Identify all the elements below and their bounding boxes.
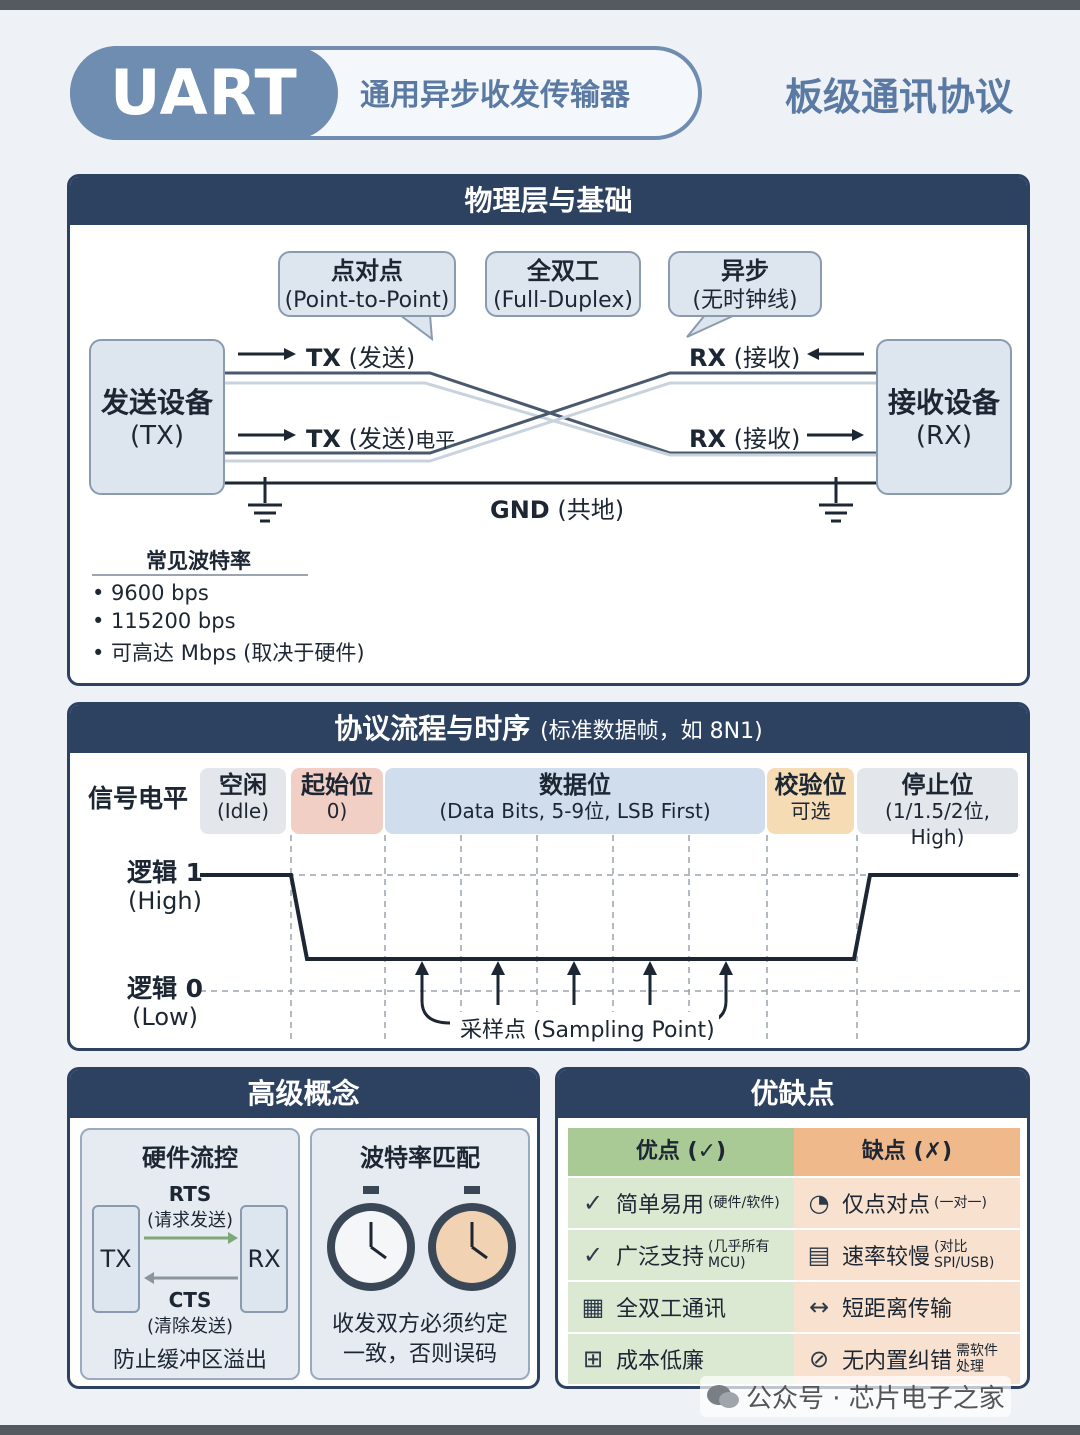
- bottom-bar: [0, 1425, 1080, 1435]
- bubble-async: 异步 (无时钟线): [668, 251, 822, 317]
- physical-panel: 物理层与基础 点对点 (Point-to-Point): [67, 174, 1030, 686]
- timing-title: 协议流程与时序 (标准数据帧，如 8N1): [70, 705, 1027, 753]
- no-icon: ⊘: [808, 1345, 830, 1373]
- pros-header: 优点 (✓): [568, 1128, 794, 1176]
- segment-parity-bit: 校验位可选: [767, 768, 854, 834]
- segment-data-bits: 数据位(Data Bits, 5-9位, LSB First): [385, 768, 765, 834]
- pro-item: ⊞成本低廉: [568, 1334, 794, 1384]
- top-bar: [0, 0, 1080, 10]
- gnd-label: GND (共地): [490, 496, 625, 524]
- check-icon: ✓: [582, 1241, 604, 1269]
- sender-device: 发送设备 (TX): [89, 339, 225, 495]
- network-icon: ⊞: [582, 1345, 604, 1373]
- baud-rate-item: • 9600 bps: [92, 581, 209, 605]
- cons-header: 缺点 (✗): [794, 1128, 1020, 1176]
- timing-waveform: [200, 835, 1020, 1043]
- stopwatch-icon: [327, 1186, 415, 1291]
- header-subtitle: 通用异步收发传输器: [360, 78, 630, 113]
- tx-label-bottom: TX (发送)电平: [306, 425, 456, 453]
- flow-control-title: 硬件流控: [142, 1144, 238, 1172]
- stopwatch-icon: [428, 1186, 516, 1291]
- stopwatch-icons: [327, 1186, 516, 1291]
- flow-tx-box: TX: [92, 1205, 140, 1313]
- baud-rate-item: • 可高达 Mbps (取决于硬件): [92, 641, 365, 665]
- flow-control-footer: 防止缓冲区溢出: [112, 1348, 267, 1373]
- bubble-point-to-point: 点对点 (Point-to-Point): [278, 251, 456, 317]
- segment-stop-bit: 停止位(1/1.5/2位, High): [857, 768, 1018, 849]
- flow-rx-box: RX: [240, 1205, 288, 1313]
- tx-label-top: TX (发送): [306, 344, 416, 372]
- pro-item: ✓广泛支持(几乎所有 MCU): [568, 1230, 794, 1280]
- baud-match-title: 波特率匹配: [360, 1144, 480, 1172]
- bubble-full-duplex: 全双工 (Full-Duplex): [485, 251, 641, 317]
- con-item: ◔仅点对点(一对一): [794, 1178, 1020, 1228]
- advanced-panel: 高级概念 硬件流控 TX RX RTS (请求发送) CTS (清除发送) 防止…: [67, 1067, 540, 1389]
- rx-label-top: RX (接收): [689, 344, 801, 372]
- baud-rate-title: 常见波特率: [146, 549, 251, 573]
- device-icon: ▤: [807, 1241, 831, 1269]
- logic-0-label: 逻辑 0 (Low): [126, 974, 204, 1032]
- rts-label: RTS: [168, 1182, 212, 1206]
- logic-1-label: 逻辑 1 (High): [126, 858, 204, 916]
- advanced-title: 高级概念: [70, 1070, 537, 1118]
- gauge-icon: ◔: [808, 1189, 830, 1217]
- baud-rate-item: • 115200 bps: [92, 609, 236, 633]
- physical-title: 物理层与基础: [70, 177, 1027, 225]
- pro-item: ▦全双工通讯: [568, 1282, 794, 1332]
- watermark: 公众号 · 芯片电子之家: [700, 1376, 1011, 1417]
- sampling-point-label: 采样点 (Sampling Point): [456, 1012, 719, 1044]
- cts-label: CTS: [168, 1288, 212, 1312]
- header-right-label: 板级通讯协议: [785, 75, 1014, 119]
- baud-match-text: 收发双方必须约定 一致，否则误码: [331, 1312, 508, 1367]
- proscons-panel: 优缺点 优点 (✓) 缺点 (✗) ✓简单易用(硬件/软件) ✓广泛支持(几乎所…: [555, 1067, 1030, 1389]
- flow-control-card: 硬件流控 TX RX RTS (请求发送) CTS (清除发送) 防止缓冲区溢出: [80, 1128, 300, 1380]
- cts-sublabel: (清除发送): [146, 1316, 234, 1337]
- signal-level-label: 信号电平: [88, 784, 189, 813]
- rts-sublabel: (请求发送): [146, 1210, 234, 1231]
- proscons-title: 优缺点: [558, 1070, 1027, 1118]
- pro-item: ✓简单易用(硬件/软件): [568, 1178, 794, 1228]
- con-item: ↔短距离传输: [794, 1282, 1020, 1332]
- segment-idle: 空闲(Idle): [200, 768, 286, 834]
- double-arrow-icon: ↔: [808, 1293, 830, 1321]
- con-item: ▤速率较慢(对比 SPI/USB): [794, 1230, 1020, 1280]
- receiver-device: 接收设备 (RX): [876, 339, 1012, 495]
- flow-arrows: [144, 1232, 238, 1284]
- rx-label-bottom: RX (接收): [689, 425, 801, 453]
- baud-match-card: 波特率匹配 收发双方必须约定 一致，否则误码: [310, 1128, 530, 1380]
- chip-icon: ▦: [581, 1293, 605, 1321]
- header-title: UART: [70, 46, 338, 140]
- check-icon: ✓: [582, 1189, 604, 1217]
- wechat-icon: [707, 1384, 739, 1408]
- con-item: ⊘无内置纠错需软件 处理: [794, 1334, 1020, 1384]
